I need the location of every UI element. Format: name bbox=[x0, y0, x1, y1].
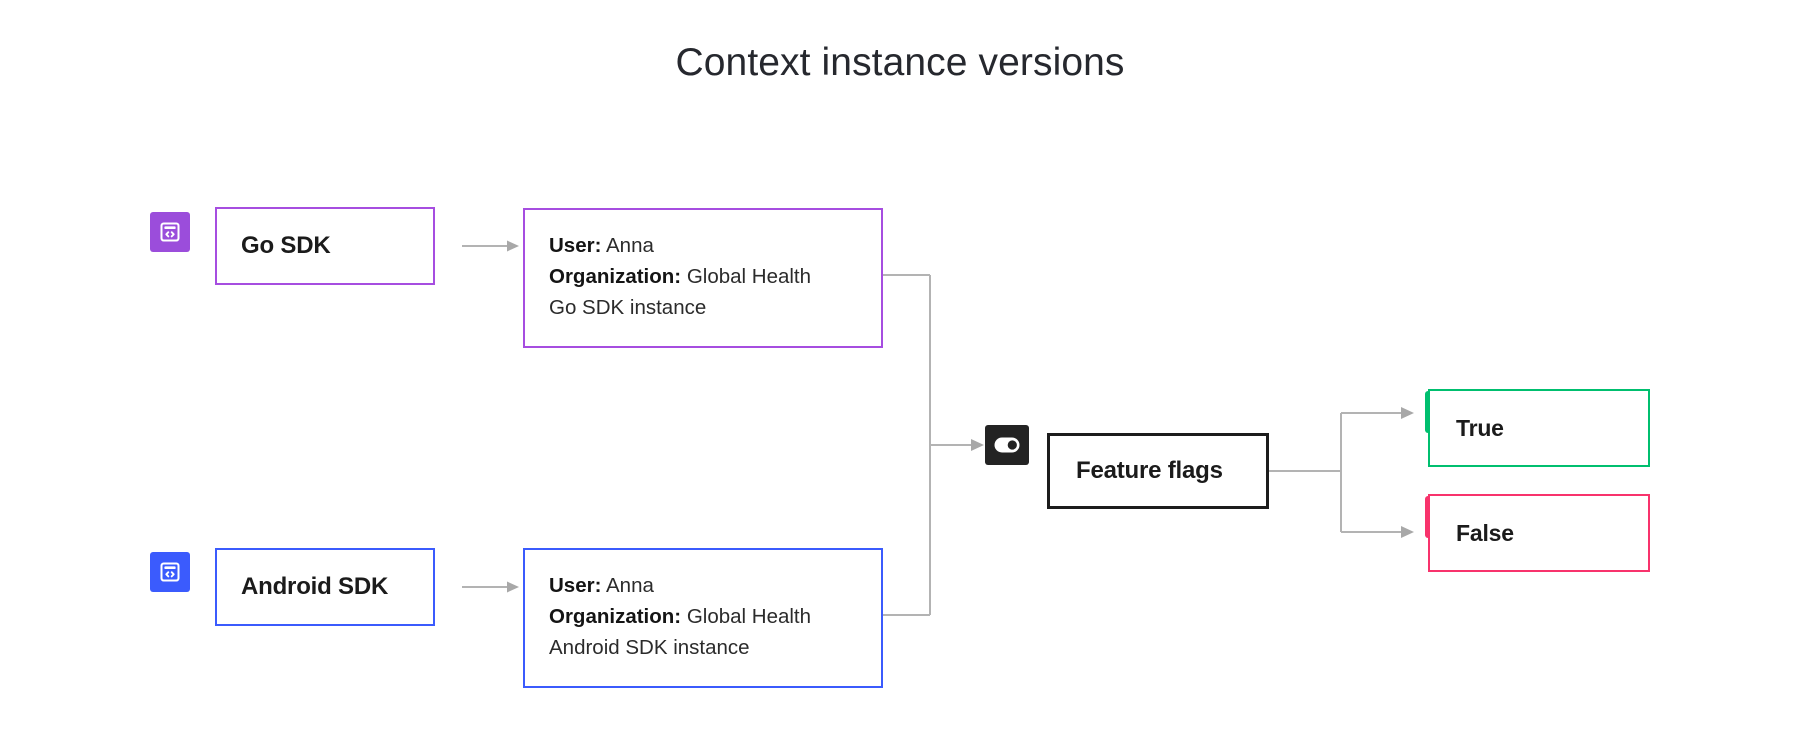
feature-flags-box[interactable]: Feature flags bbox=[1047, 433, 1269, 509]
go-instance-org-label: Organization: bbox=[549, 265, 682, 288]
go-instance-user-value: Anna bbox=[606, 234, 654, 257]
go-instance-user-label: User: bbox=[549, 234, 602, 257]
android-sdk-label: Android SDK bbox=[241, 573, 389, 600]
code-window-icon bbox=[158, 560, 182, 584]
connector-android-sdk-to-instance bbox=[462, 577, 526, 597]
android-instance-org-value: Global Health bbox=[686, 605, 812, 628]
android-sdk-box[interactable]: Android SDK bbox=[215, 548, 435, 626]
android-instance-name-line: Android SDK instance bbox=[549, 636, 750, 659]
go-sdk-box[interactable]: Go SDK bbox=[215, 207, 435, 285]
true-outcome-box[interactable]: True bbox=[1428, 389, 1650, 467]
go-instance-org-line: Organization: Global Health bbox=[549, 261, 869, 292]
feature-flags-icon-tile bbox=[985, 425, 1029, 465]
go-instance-user-line: User: Anna bbox=[549, 230, 869, 261]
go-instance-org-value: Global Health bbox=[686, 265, 812, 288]
go-instance-name-line: Go SDK instance bbox=[549, 296, 707, 319]
android-instance-org-line: Organization: Global Health bbox=[549, 601, 869, 632]
feature-flags-label: Feature flags bbox=[1076, 457, 1223, 484]
false-outcome-box[interactable]: False bbox=[1428, 494, 1650, 572]
android-instance-user-value: Anna bbox=[606, 574, 654, 597]
toggle-switch-icon bbox=[994, 437, 1020, 453]
android-sdk-context-instance-box[interactable]: User: Anna Organization: Global Health A… bbox=[523, 548, 883, 688]
android-instance-org-label: Organization: bbox=[549, 605, 682, 628]
false-outcome-label: False bbox=[1456, 519, 1514, 546]
go-sdk-context-instance-box[interactable]: User: Anna Organization: Global Health G… bbox=[523, 208, 883, 348]
android-instance-user-label: User: bbox=[549, 574, 602, 597]
go-sdk-label: Go SDK bbox=[241, 232, 331, 259]
android-sdk-icon-tile bbox=[150, 552, 190, 592]
true-outcome-label: True bbox=[1456, 414, 1504, 441]
android-sdk-instance-details: User: Anna Organization: Global Health A… bbox=[549, 570, 869, 663]
code-window-icon bbox=[158, 220, 182, 244]
connector-flags-branch bbox=[1269, 405, 1429, 545]
android-instance-user-line: User: Anna bbox=[549, 570, 869, 601]
page-title: Context instance versions bbox=[675, 41, 1125, 84]
go-sdk-icon-tile bbox=[150, 212, 190, 252]
go-sdk-instance-details: User: Anna Organization: Global Health G… bbox=[549, 230, 869, 323]
connector-go-sdk-to-instance bbox=[462, 236, 526, 256]
